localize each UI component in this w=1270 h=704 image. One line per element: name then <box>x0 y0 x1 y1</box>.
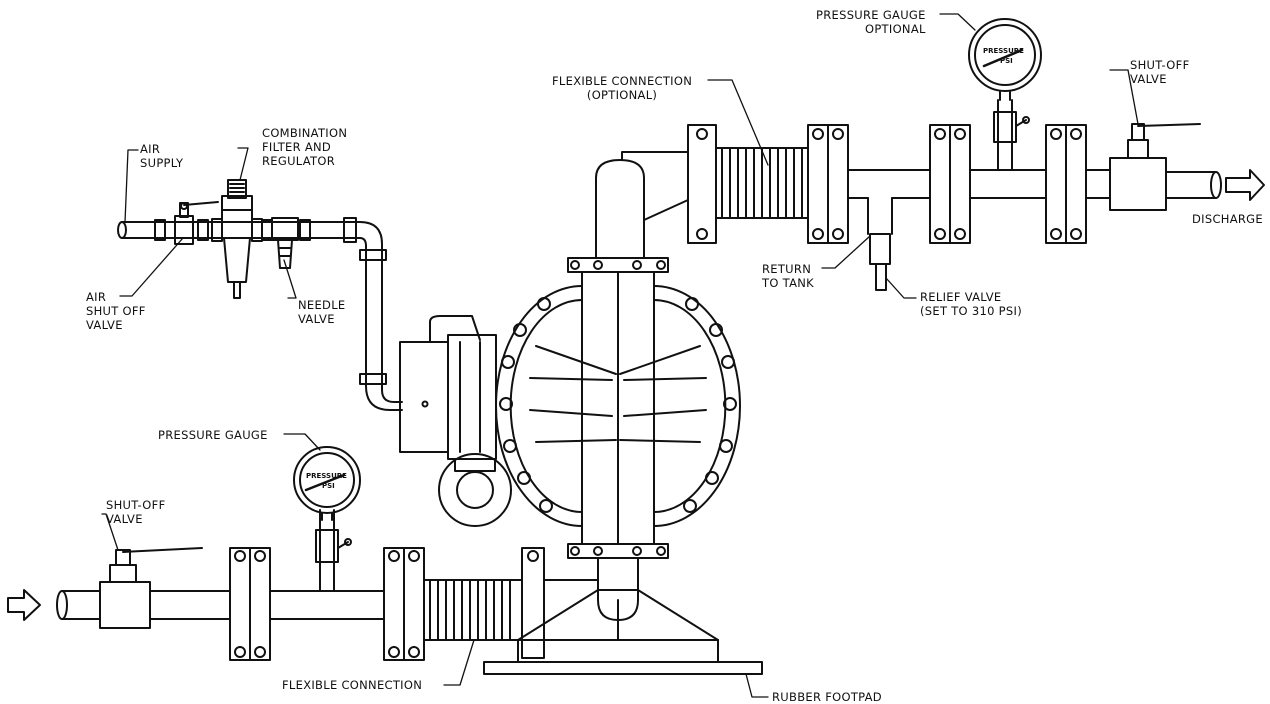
diaphragm-pump <box>399 151 763 675</box>
suction-line <box>7 509 599 661</box>
label-flexible-connection: FLEXIBLE CONNECTION <box>282 678 423 692</box>
label-relief-valve: RELIEF VALVE(SET TO 310 PSI) <box>920 290 1022 318</box>
label-pressure-gauge: PRESSURE GAUGE <box>158 428 268 442</box>
leader-lines <box>101 13 1139 698</box>
pressure-gauge-bottom-icon <box>293 446 361 521</box>
air-supply-line <box>117 179 403 411</box>
gauge-bottom-line1: PRESSURE <box>306 472 347 480</box>
label-rubber-footpad: RUBBER FOOTPAD <box>772 690 882 704</box>
pressure-gauge-top-icon <box>968 18 1042 101</box>
gauge-bottom-line2: PSI <box>322 482 335 490</box>
label-discharge: DISCHARGE <box>1192 212 1263 226</box>
label-flexible-connection-optional: FLEXIBLE CONNECTION(OPTIONAL) <box>552 74 693 102</box>
gauge-top-line2: PSI <box>1000 57 1013 65</box>
discharge-line <box>687 99 1265 291</box>
gauge-top-line1: PRESSURE <box>983 47 1024 55</box>
